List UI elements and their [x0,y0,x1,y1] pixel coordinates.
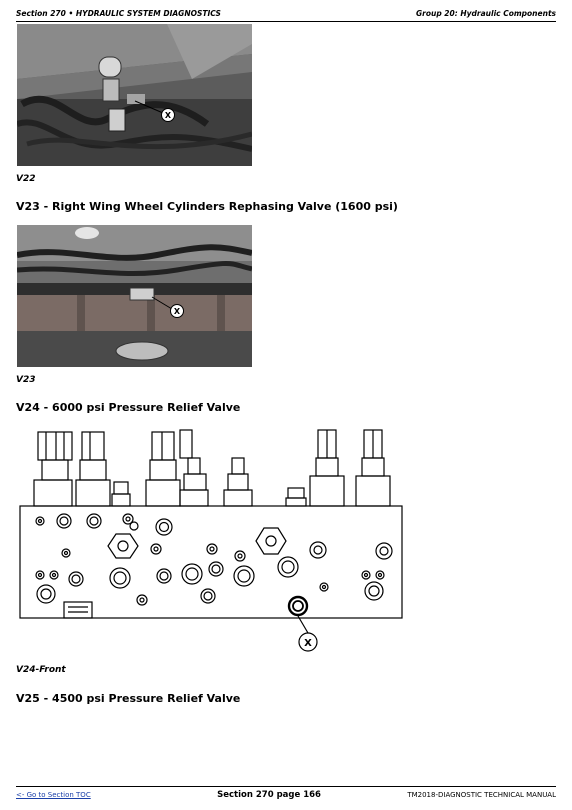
section-toc-link[interactable]: <- Go to Section TOC [16,791,91,799]
photo-v23: X [17,225,252,367]
heading-v23: V23 - Right Wing Wheel Cylinders Rephasi… [16,200,398,213]
diagram-callout: X [304,638,312,649]
group-title: Group 20: Hydraulic Components [415,8,556,18]
photo-v23-callout: X [174,307,181,316]
heading-v24: V24 - 6000 psi Pressure Relief Valve [16,401,241,414]
heading-v25: V25 - 4500 psi Pressure Relief Valve [16,692,241,705]
footer-divider [16,786,556,787]
figure-caption-v24: V24-Front [16,665,66,675]
photo-v22-callout: X [165,111,172,120]
page-footer: <- Go to Section TOC Section 270 page 16… [16,789,556,801]
page-number: Section 270 page 166 [217,790,321,800]
valve-block-diagram: X [16,424,408,658]
header-divider [16,21,556,22]
figure-caption-v23: V23 [16,375,36,385]
page-header: Section 270 • HYDRAULIC SYSTEM DIAGNOSTI… [16,6,556,20]
section-title: Section 270 • HYDRAULIC SYSTEM DIAGNOSTI… [16,8,221,18]
manual-title: TM2018-DIAGNOSTIC TECHNICAL MANUAL [407,791,556,799]
photo-v22: X [17,24,252,166]
figure-caption-v22: V22 [16,174,36,184]
